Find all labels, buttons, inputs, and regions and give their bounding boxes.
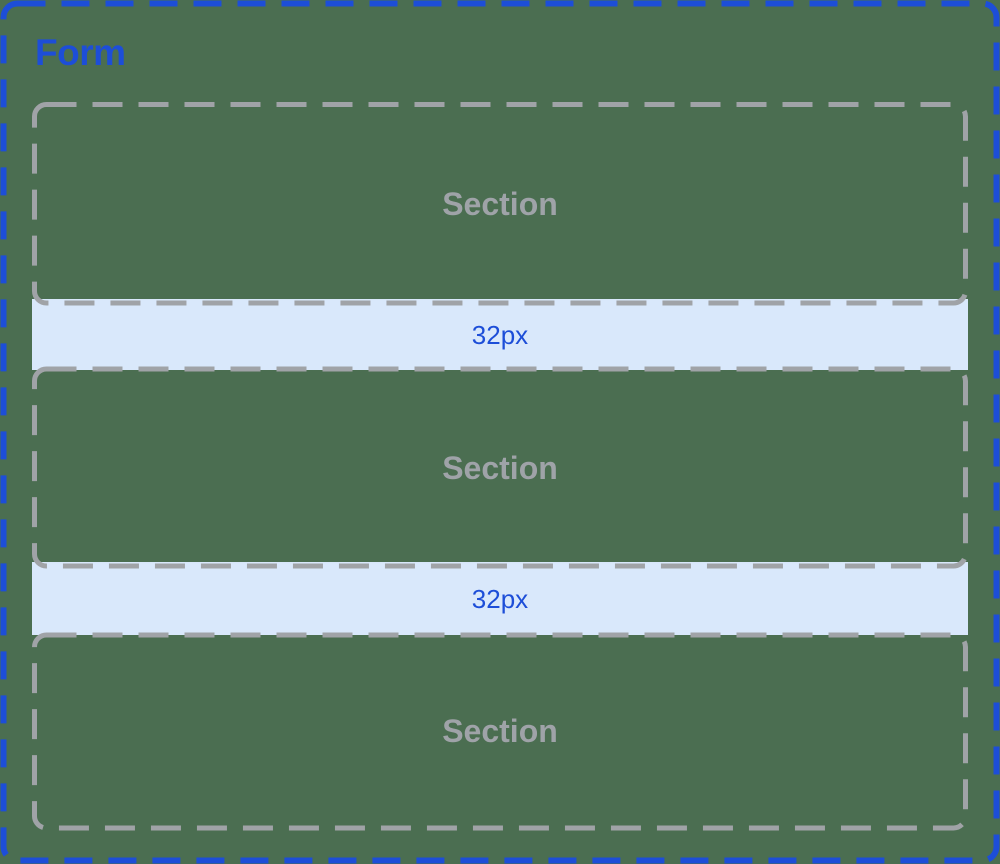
gap-band-2	[32, 562, 968, 635]
section-border-2	[32, 366, 968, 569]
section-label-1: Section	[442, 186, 558, 222]
section-border-3	[32, 632, 968, 831]
gap-label-2: 32px	[471, 584, 529, 614]
gap-band-1	[32, 299, 968, 370]
section-label-3: Section	[442, 713, 558, 749]
form-label: Form	[35, 32, 126, 73]
section-border-1	[32, 102, 968, 306]
gap-label-1: 32px	[471, 320, 529, 350]
section-label-2: Section	[442, 450, 558, 486]
